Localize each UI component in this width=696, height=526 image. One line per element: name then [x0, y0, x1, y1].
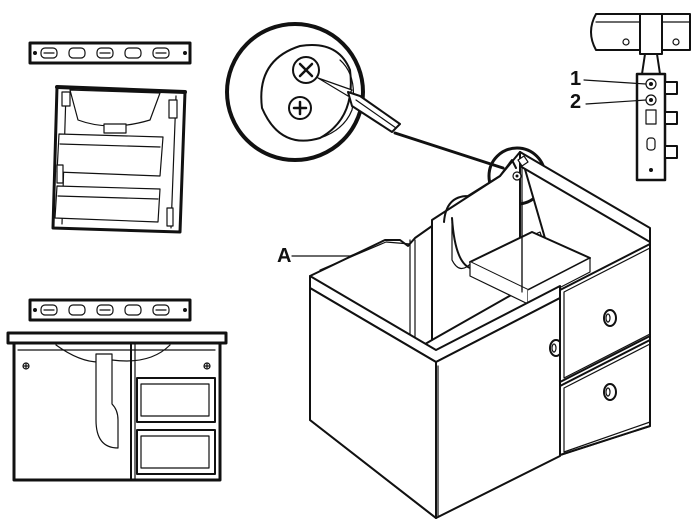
screwdriver-icon	[317, 77, 401, 133]
drawer-knob-icon	[603, 383, 617, 401]
callout-1: 1	[570, 68, 581, 90]
spirit-level-top	[28, 41, 192, 65]
screw-detail-magnifier	[225, 22, 505, 170]
cabinet-isometric	[309, 151, 651, 519]
label-a: A	[277, 245, 291, 267]
drawer-knob-icon	[603, 309, 617, 327]
spirit-level-bottom	[28, 298, 192, 322]
cabinet-front-view-top	[51, 85, 187, 234]
screw-icon	[292, 56, 320, 84]
hinge-icon	[590, 13, 691, 182]
callout-2: 2	[570, 91, 581, 113]
cabinet-front-view-bottom	[6, 331, 228, 482]
screw-icon	[288, 96, 312, 120]
